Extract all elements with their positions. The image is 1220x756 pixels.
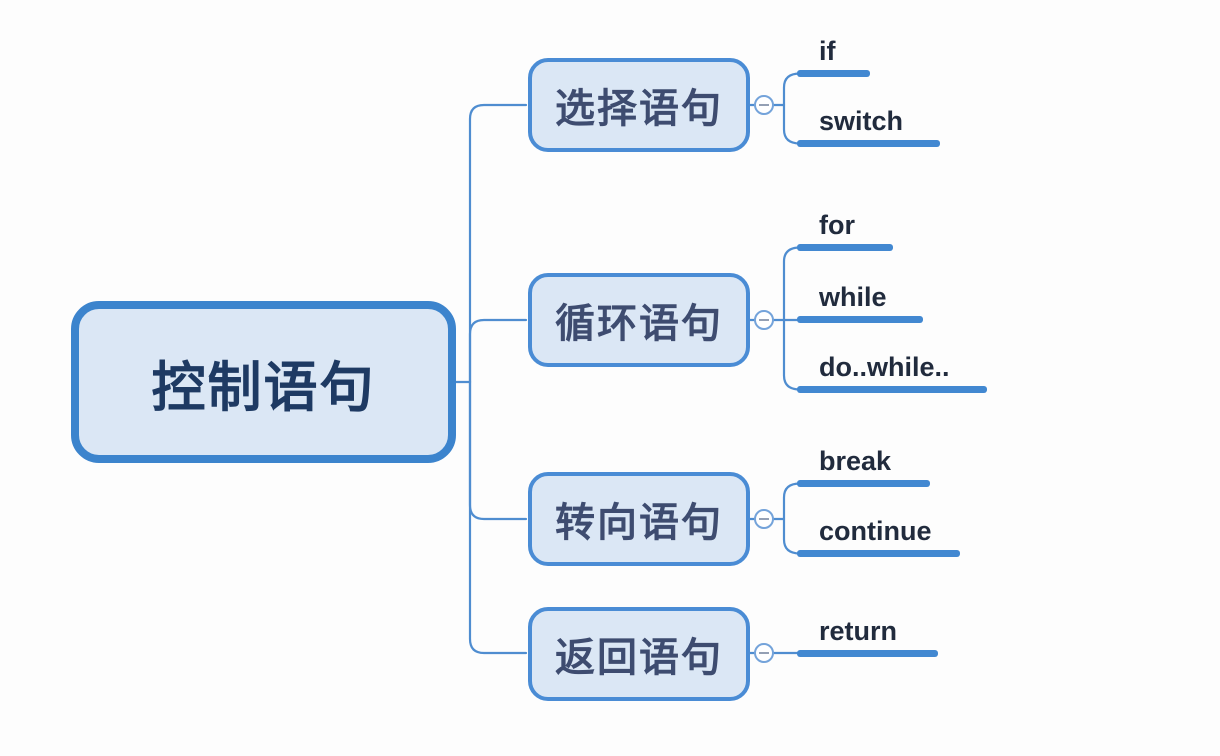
root-node[interactable]: 控制语句 [71,301,456,463]
leaf-if[interactable]: if [797,30,870,77]
collapse-toggle-return[interactable] [754,643,774,663]
leaf-do-while[interactable]: do..while.. [797,345,987,393]
collapse-toggle-selection[interactable] [754,95,774,115]
branch-node-selection[interactable]: 选择语句 [528,58,750,152]
leaf-label: switch [819,106,904,136]
leaf-bracket-jump [782,482,802,555]
branch-node-label: 返回语句 [555,636,723,680]
branch-connector-return [468,380,528,655]
branch-node-jump[interactable]: 转向语句 [528,472,750,566]
minus-icon [759,652,769,654]
leaf-underline [797,70,870,77]
leaf-return[interactable]: return [797,610,938,657]
leaf-bracket-loop [782,246,802,391]
leaf-label: while [819,282,887,312]
leaf-underline [797,316,923,323]
leaf-continue[interactable]: continue [797,508,960,557]
collapse-toggle-loop[interactable] [754,310,774,330]
branch-node-loop[interactable]: 循环语句 [528,273,750,367]
branch-node-label: 循环语句 [555,302,723,346]
branch-connector-selection [468,103,528,384]
leaf-label: if [819,36,836,66]
leaf-underline [797,550,960,557]
root-node-label: 控制语句 [151,357,376,418]
minus-icon [759,319,769,321]
minus-icon [759,518,769,520]
branch-node-label: 选择语句 [555,87,723,131]
leaf-while[interactable]: while [797,275,923,323]
leaf-label: for [819,210,855,240]
leaf-underline [797,386,987,393]
leaf-label: return [819,616,898,646]
leaf-underline [797,480,930,487]
leaf-label: do..while.. [819,352,950,382]
leaf-label: continue [819,516,932,546]
leaf-label: break [819,446,892,476]
branch-node-return[interactable]: 返回语句 [528,607,750,701]
branch-node-label: 转向语句 [555,501,723,545]
leaf-switch[interactable]: switch [797,98,940,147]
minus-icon [759,104,769,106]
leaf-break[interactable]: break [797,438,930,487]
leaf-underline [797,140,940,147]
branch-connector-loop [468,318,528,384]
leaf-bracket-selection [782,72,802,145]
branch-connector-jump [468,380,528,521]
leaf-for[interactable]: for [797,204,893,251]
leaf-underline [797,650,938,657]
collapse-toggle-jump[interactable] [754,509,774,529]
leaf-underline [797,244,893,251]
